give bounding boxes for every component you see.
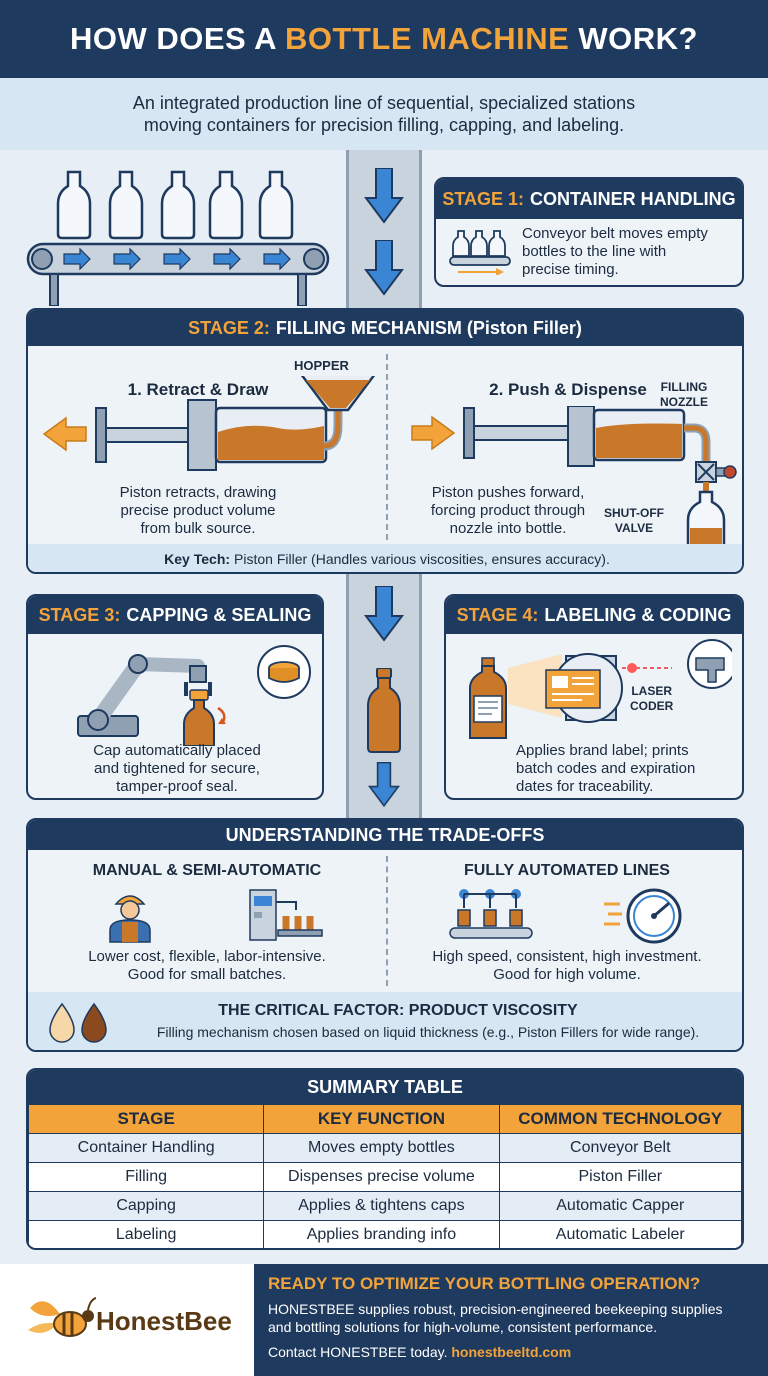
laser-coder-label: LASER CODER [630, 684, 674, 713]
stage4-text: Applies brand label; prints batch codes … [516, 742, 696, 795]
hopper-label: HOPPER [294, 358, 349, 373]
table-row: Filling Dispenses precise volume Piston … [28, 1162, 742, 1192]
table-cell: Filling [28, 1162, 265, 1192]
stage2-divider [386, 354, 388, 540]
labeling-machine-icon [469, 639, 732, 739]
keytech-bar: Key Tech: Piston Filler (Handles various… [28, 544, 742, 572]
stage2-header: STAGE 2: FILLING MECHANISM (Piston Fille… [28, 310, 742, 346]
mini-conveyor-icon [449, 230, 511, 275]
critical-text: Filling mechanism chosen based on liquid… [156, 1024, 700, 1040]
table-cell: Container Handling [28, 1133, 265, 1163]
table-cell: Applies & tightens caps [263, 1191, 500, 1221]
stage1-header: STAGE 1: CONTAINER HANDLING [436, 179, 742, 219]
table-cell: Labeling [28, 1220, 265, 1248]
auto-text: High speed, consistent, high investment.… [432, 948, 702, 983]
cta-title: READY TO OPTIMIZE YOUR BOTTLING OPERATIO… [268, 1274, 701, 1293]
stage1-panel: STAGE 1: CONTAINER HANDLING Conveyor bel… [434, 177, 744, 287]
step1-text: Piston retracts, drawing precise product… [119, 484, 277, 537]
tradeoffs-header: UNDERSTANDING THE TRADE-OFFS [28, 820, 742, 850]
robot-arm-icon [77, 654, 226, 746]
step2-text: Piston pushes forward, forcing product t… [430, 484, 586, 537]
down-arrow-icon [364, 168, 404, 224]
stage3-header: STAGE 3: CAPPING & SEALING [28, 596, 322, 634]
manual-text: Lower cost, flexible, labor-intensive. G… [88, 948, 326, 983]
bottle-cap-icon [257, 645, 311, 699]
table-cell: Automatic Labeler [498, 1220, 742, 1248]
viscosity-drops-icon [49, 1002, 107, 1043]
summary-header: SUMMARY TABLE [28, 1070, 742, 1104]
table-cell: Capping [28, 1191, 265, 1221]
table-header-cell: COMMON TECHNOLOGY [498, 1104, 742, 1134]
table-row: Capping Applies & tightens caps Automati… [28, 1191, 742, 1221]
summary-table: STAGE KEY FUNCTION COMMON TECHNOLOGY Con… [28, 1104, 742, 1248]
header-bar: HOW DOES A BOTTLE MACHINE WORK? [0, 0, 768, 78]
footer-brand-area: HonestBee [0, 1264, 254, 1376]
piston-push-diagram [411, 406, 737, 564]
filled-bottle-icon [367, 668, 401, 753]
table-cell: Automatic Capper [498, 1191, 742, 1221]
cta-text-2: and bottling solutions for high-volume, … [268, 1319, 658, 1335]
automated-line-icon [449, 889, 533, 939]
cta-text-1: HONESTBEE supplies robust, precision-eng… [268, 1301, 723, 1317]
tradeoffs-divider [386, 856, 388, 986]
critical-title: THE CRITICAL FACTOR: PRODUCT VISCOSITY [218, 1002, 578, 1019]
summary-panel: SUMMARY TABLE STAGE KEY FUNCTION COMMON … [26, 1068, 744, 1250]
stage3-panel: STAGE 3: CAPPING & SEALING Cap automatic… [26, 594, 324, 800]
critical-factor-bar: THE CRITICAL FACTOR: PRODUCT VISCOSITY F… [28, 992, 742, 1050]
step2-title: 2. Push & Dispense [489, 380, 647, 399]
bee-logo-icon [28, 1297, 96, 1337]
stage3-text: Cap automatically placed and tightened f… [93, 742, 261, 795]
stage4-header: STAGE 4: LABELING & CODING [446, 596, 742, 634]
table-cell: Conveyor Belt [498, 1133, 742, 1163]
stage1-text: Conveyor belt moves empty bottles to the… [522, 225, 708, 278]
piston-retract-diagram [42, 376, 376, 471]
table-cell: Moves empty bottles [263, 1133, 500, 1163]
subtitle-band: An integrated production line of sequent… [0, 78, 768, 150]
footer-cta: READY TO OPTIMIZE YOUR BOTTLING OPERATIO… [254, 1264, 768, 1376]
manual-title: MANUAL & SEMI-AUTOMATIC [92, 862, 322, 879]
table-cell: Dispenses precise volume [263, 1162, 500, 1192]
down-arrow-icon [364, 586, 404, 642]
auto-title: FULLY AUTOMATED LINES [464, 862, 670, 879]
step1-title: 1. Retract & Draw [127, 380, 269, 399]
table-row: Labeling Applies branding info Automatic… [28, 1220, 742, 1248]
table-cell: Applies branding info [263, 1220, 500, 1248]
valve-label: SHUT-OFF VALVE [604, 506, 664, 535]
down-arrow-icon [368, 762, 400, 808]
tradeoffs-panel: UNDERSTANDING THE TRADE-OFFS MANUAL & SE… [26, 818, 744, 1052]
worker-icon [109, 895, 151, 943]
down-arrow-icon [364, 240, 404, 296]
table-header-cell: STAGE [28, 1104, 265, 1134]
speed-gauge-icon [604, 888, 682, 944]
semi-auto-machine-icon [249, 889, 323, 941]
nozzle-label: FILLING NOZZLE [660, 380, 708, 409]
contact-line: Contact HONESTBEE today. honestbeeltd.co… [268, 1344, 572, 1360]
table-row: Container Handling Moves empty bottles C… [28, 1133, 742, 1163]
stage2-panel: STAGE 2: FILLING MECHANISM (Piston Fille… [26, 308, 744, 574]
table-header-cell: KEY FUNCTION [263, 1104, 500, 1134]
table-cell: Piston Filler [498, 1162, 742, 1192]
page-title: HOW DOES A BOTTLE MACHINE WORK? [69, 21, 698, 56]
brand-name: HonestBee [96, 1306, 232, 1336]
stage4-panel: STAGE 4: LABELING & CODING LASER CODER A… [444, 594, 744, 800]
website-link[interactable]: honestbeeltd.com [451, 1344, 572, 1360]
conveyor-with-bottles [26, 170, 330, 306]
